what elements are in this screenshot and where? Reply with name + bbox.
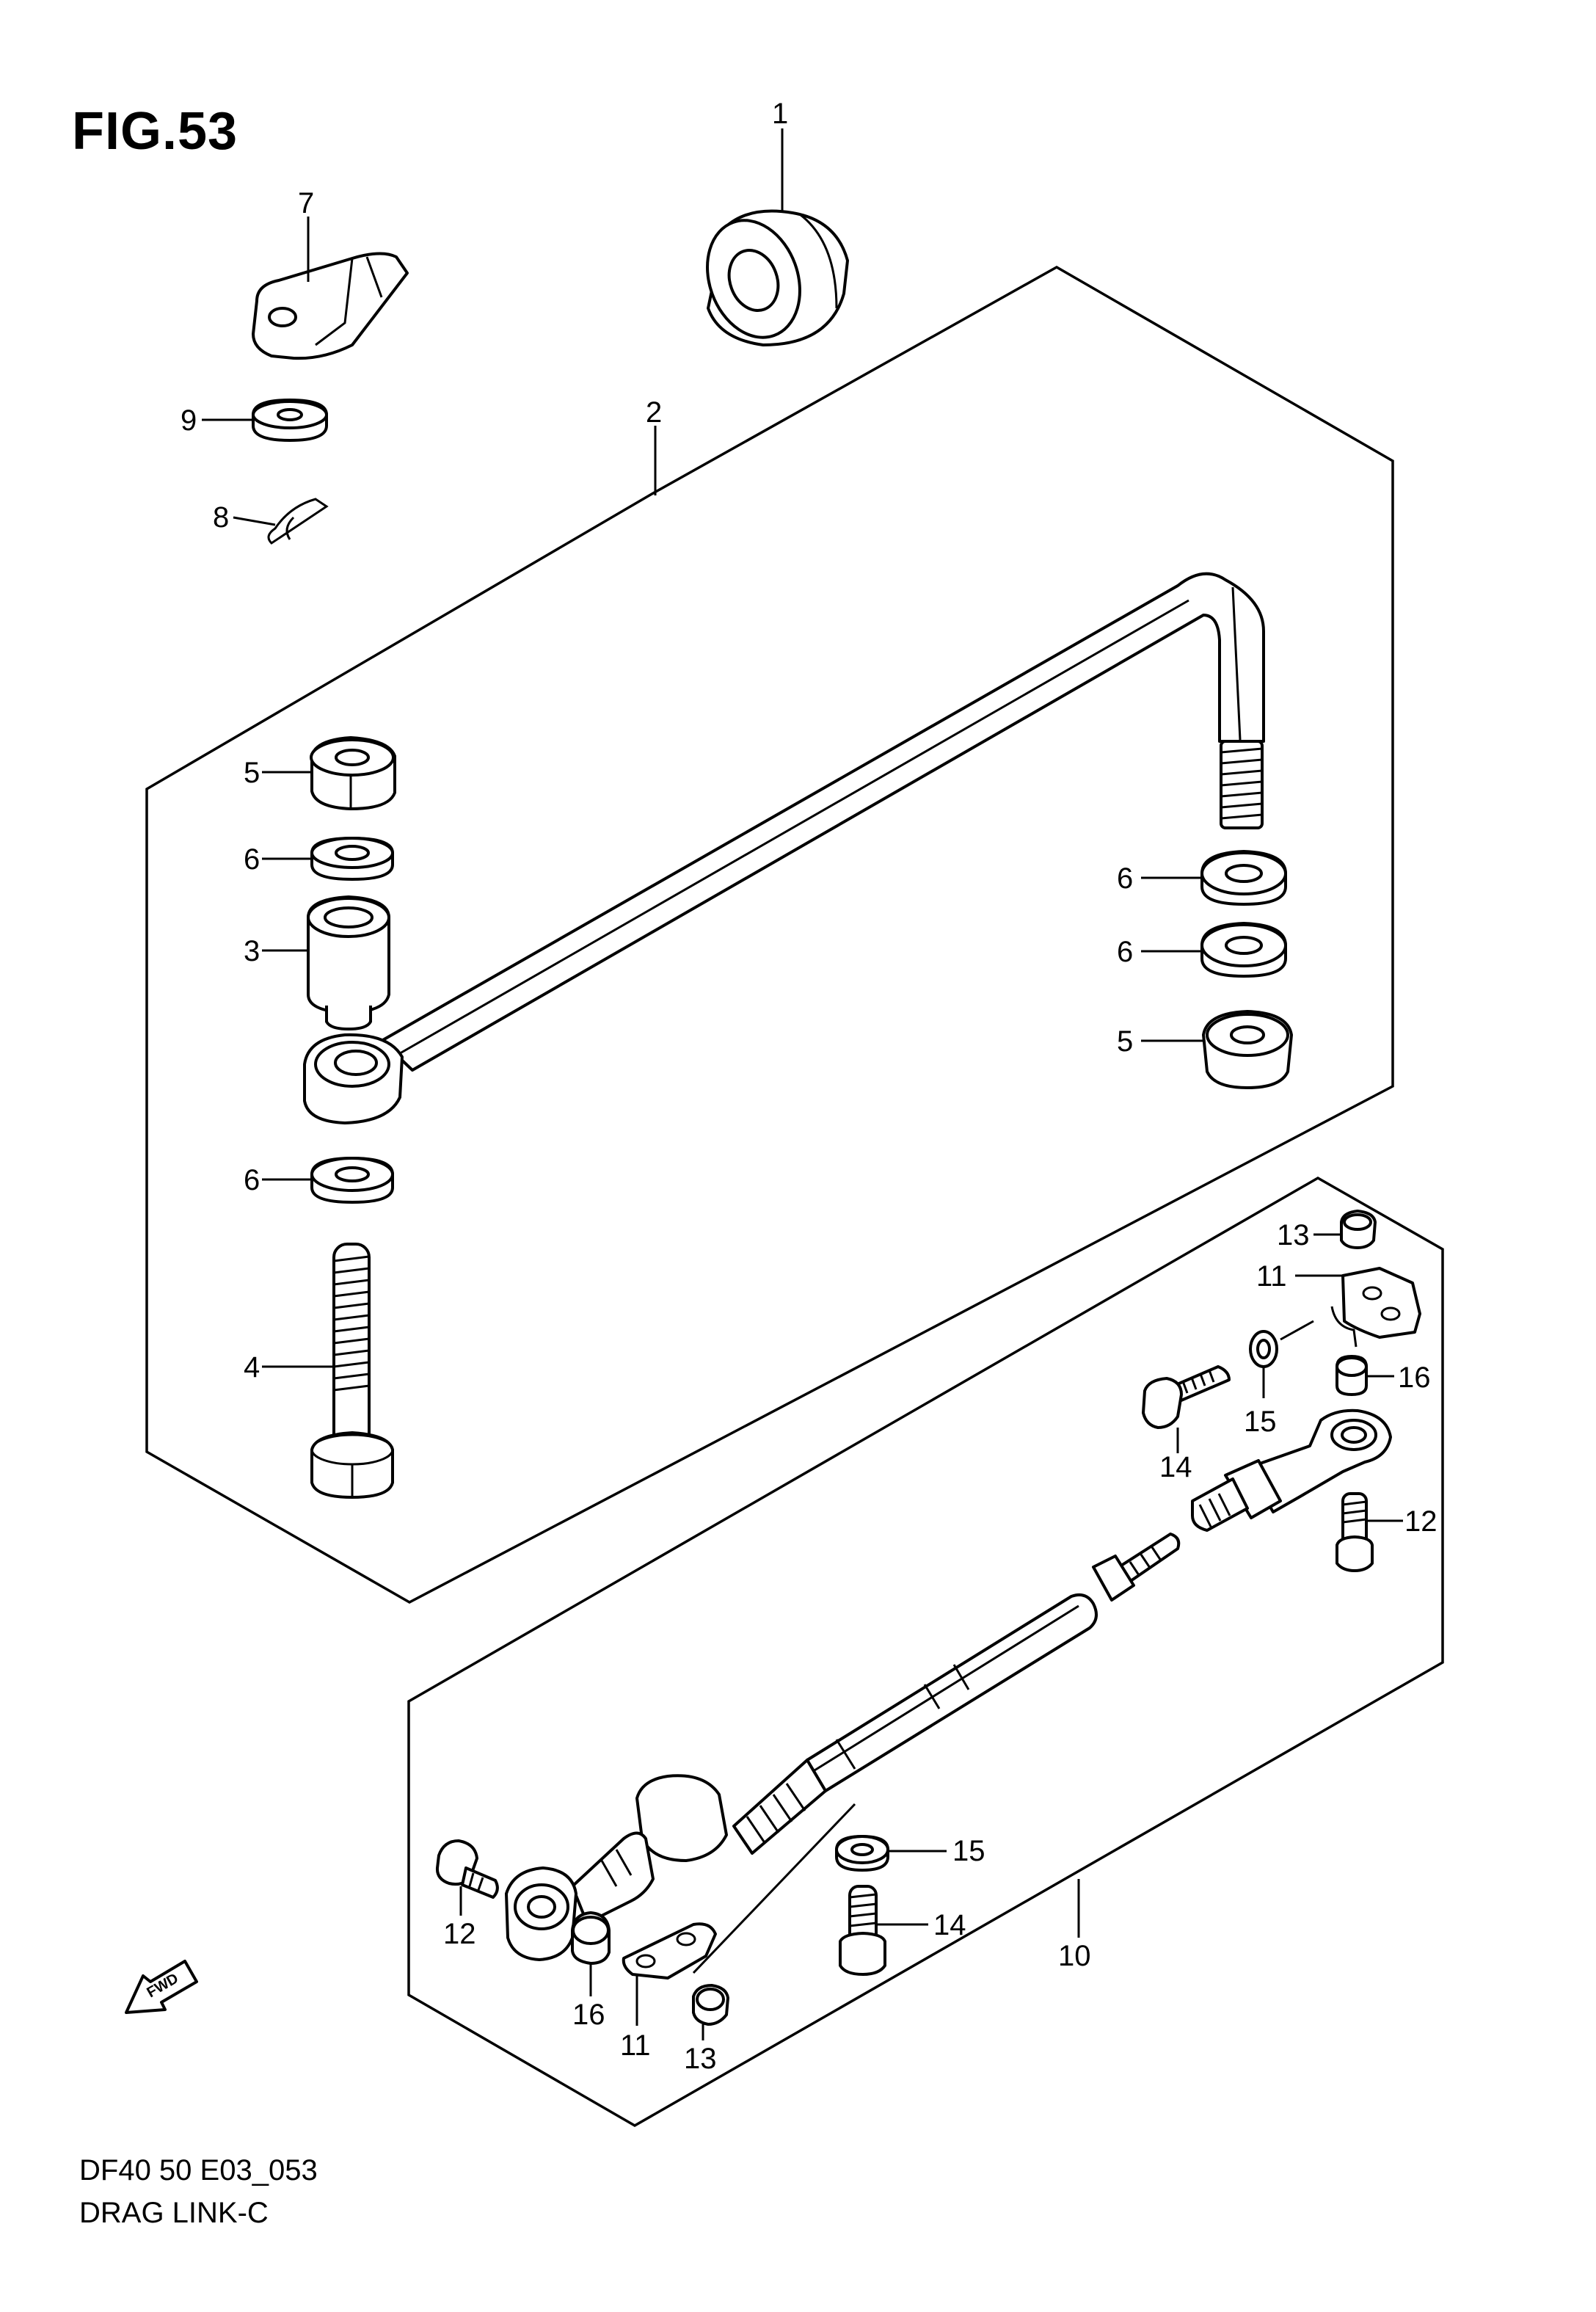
washer-part-15-upper xyxy=(1249,1330,1278,1368)
nut-part-5-right xyxy=(1202,1010,1293,1089)
washer-part-9 xyxy=(252,399,328,442)
assembly-box-2 xyxy=(145,265,1394,1604)
washer-part-6-left-lower xyxy=(310,1157,394,1204)
bracket-part-11-lower xyxy=(622,1922,717,1980)
drawing-code: DF40 50 E03_053 xyxy=(79,2154,318,2186)
rod-eye-part xyxy=(303,1033,404,1124)
assembly-box-10 xyxy=(407,1176,1444,2128)
clevis-part xyxy=(252,252,409,360)
nut-part-5-left xyxy=(310,736,396,810)
cotter-pin-part xyxy=(267,498,329,545)
callout-12-upper: 12 xyxy=(1404,1505,1438,1538)
callout-15-lower: 15 xyxy=(952,1835,985,1867)
callout-13-upper: 13 xyxy=(1277,1219,1310,1251)
callout-5-left: 5 xyxy=(244,757,260,789)
fwd-arrow-icon: FWD xyxy=(125,1960,198,2014)
callout-3: 3 xyxy=(244,935,260,967)
callout-16-upper: 16 xyxy=(1398,1362,1431,1394)
callout-14-upper: 14 xyxy=(1159,1451,1192,1483)
callout-11-lower: 11 xyxy=(620,2029,651,2062)
nut-part-13-upper xyxy=(1340,1210,1377,1249)
callout-4: 4 xyxy=(244,1351,260,1384)
callout-9: 9 xyxy=(181,404,197,437)
nut-part-13-lower xyxy=(692,1984,729,2026)
bolt-part-14-upper xyxy=(1142,1365,1231,1429)
callout-16-lower: 16 xyxy=(572,1999,605,2031)
callout-1: 1 xyxy=(772,98,788,130)
callout-6-right-upper: 6 xyxy=(1117,862,1133,895)
bolt-part-14-lower xyxy=(839,1885,886,1976)
callout-5-right: 5 xyxy=(1117,1025,1133,1058)
callout-10: 10 xyxy=(1058,1940,1091,1972)
washer-part-6-right-lower xyxy=(1200,922,1287,978)
callout-12-lower: 12 xyxy=(443,1918,476,1950)
bolt-part-12-upper xyxy=(1336,1492,1374,1572)
drawing-name: DRAG LINK-C xyxy=(79,2197,269,2229)
adjustable-link-part-10 xyxy=(505,1408,1392,1961)
bolt-part-12-lower xyxy=(435,1839,499,1899)
callout-7: 7 xyxy=(298,187,314,219)
bolt-part-4 xyxy=(310,1243,394,1499)
spacer-part-16-lower xyxy=(571,1911,611,1965)
figure-title: FIG.53 xyxy=(72,102,238,161)
washer-part-15-lower xyxy=(835,1835,889,1872)
rod-thread-part xyxy=(1220,740,1264,829)
bushing-part xyxy=(706,209,849,346)
callout-11-upper: 11 xyxy=(1256,1260,1287,1293)
washer-part-6-left-upper xyxy=(310,837,394,881)
callout-6-right-lower: 6 xyxy=(1117,936,1133,968)
washer-part-6-right-upper xyxy=(1200,850,1287,906)
callout-6-left-upper: 6 xyxy=(244,843,260,876)
callout-2: 2 xyxy=(646,396,662,429)
callout-13-lower: 13 xyxy=(684,2043,717,2075)
callout-15-upper: 15 xyxy=(1244,1406,1277,1438)
callout-6-left-lower: 6 xyxy=(244,1164,260,1196)
spacer-part-16-upper xyxy=(1336,1355,1368,1396)
drag-link-rod-part xyxy=(380,572,1265,1072)
callout-8: 8 xyxy=(213,501,229,534)
collar-part-3 xyxy=(307,895,390,1030)
callout-14-lower: 14 xyxy=(933,1909,966,1941)
bracket-part-11-upper xyxy=(1330,1267,1421,1348)
